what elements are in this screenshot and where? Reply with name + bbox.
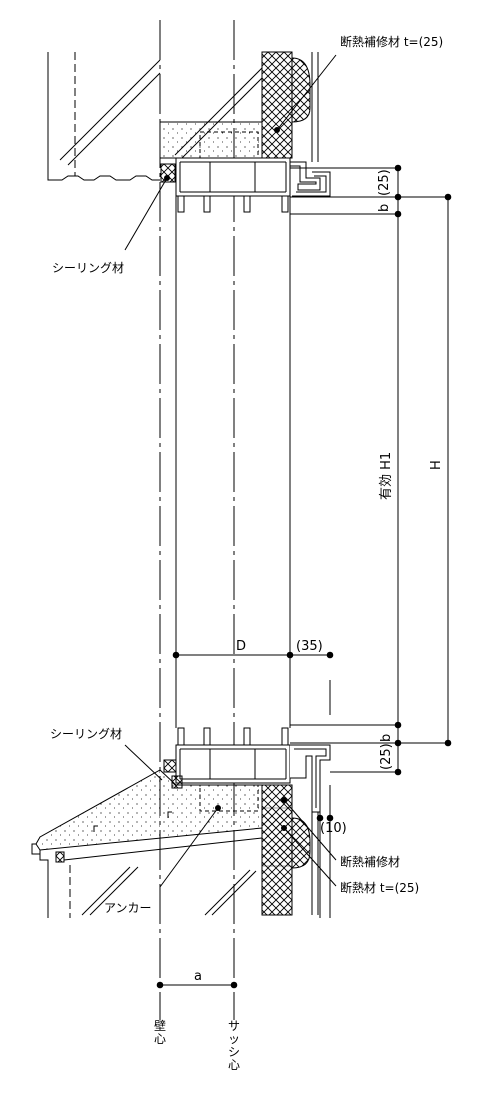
label-insulation-repair-bottom: 断熱補修材 — [340, 854, 400, 869]
label-wall-center: 壁心 — [154, 1018, 166, 1046]
label-anchor: アンカー — [104, 901, 152, 915]
label-insulation-repair-top: 断熱補修材 t=(25) — [340, 34, 443, 49]
lower-sealant-mark — [163, 759, 177, 773]
upper-frame — [159, 121, 331, 213]
leader-lines — [124, 54, 337, 888]
label-sealing-bottom: シーリング材 — [50, 727, 122, 741]
dim-effective-h: 有効 H1 — [379, 452, 394, 500]
label-sash-center: サッシ心 — [228, 1019, 240, 1072]
dim-h: H — [429, 460, 444, 470]
dim-25-top: (25) — [377, 169, 392, 196]
lower-sill-concrete — [31, 769, 263, 918]
dim-10: (10) — [320, 821, 347, 836]
dim-d: D — [236, 639, 246, 654]
upper-insulation — [261, 51, 311, 159]
label-insulation-bottom: 断熱材 t=(25) — [340, 880, 419, 895]
lower-insulation — [261, 784, 311, 916]
frame-jambs — [175, 196, 291, 728]
dimension-lines — [156, 164, 452, 989]
label-sealing-top: シーリング材 — [52, 261, 124, 275]
upper-concrete — [47, 52, 263, 181]
dim-35: (35) — [296, 639, 323, 654]
dim-25-bottom: (25) — [379, 743, 394, 770]
lower-sealant-box — [171, 775, 183, 789]
dim-a: a — [194, 969, 202, 984]
dim-b-top: b — [377, 204, 392, 212]
dim-b-bottom: b — [379, 734, 394, 742]
